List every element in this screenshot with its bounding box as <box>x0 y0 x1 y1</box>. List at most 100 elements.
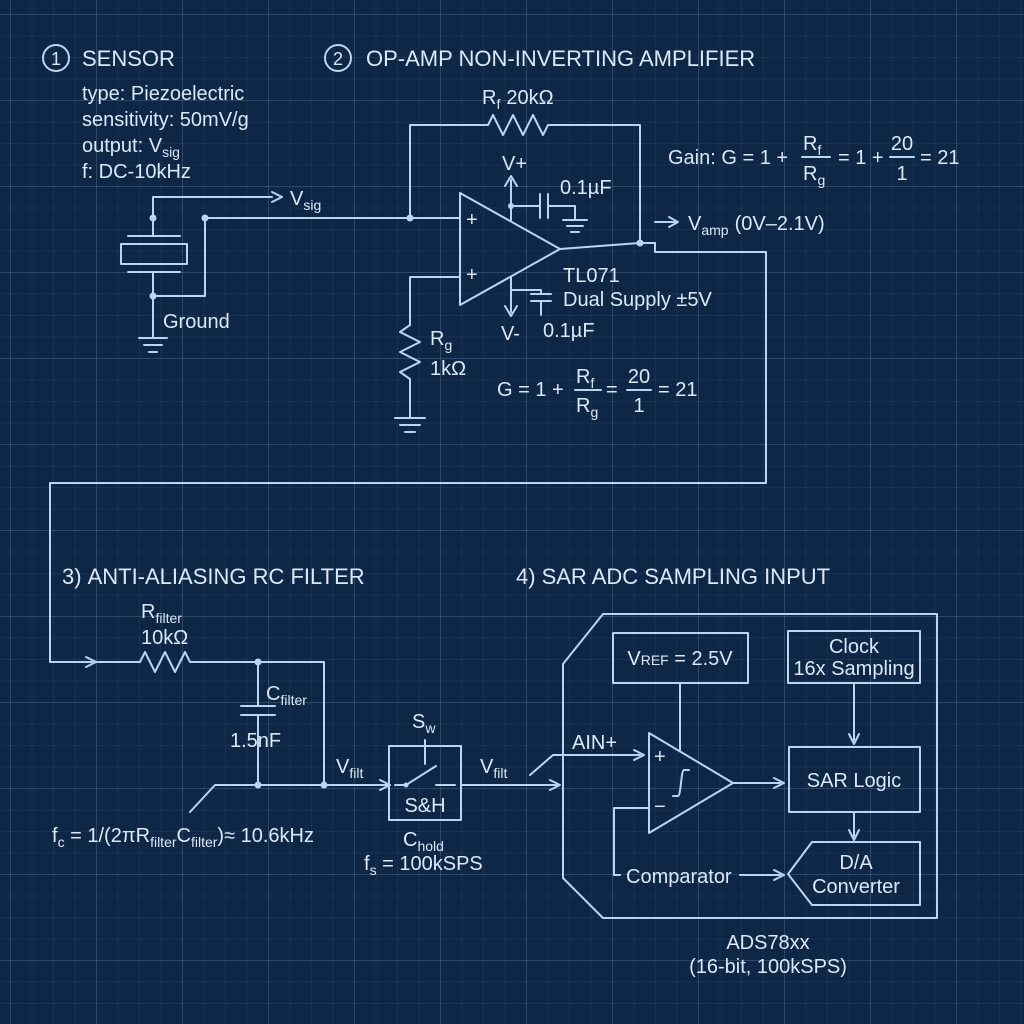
bypass-cap-top <box>510 193 576 221</box>
clock-label-2: 16x Sampling <box>793 658 914 680</box>
dac-label-1: D/A <box>839 852 873 874</box>
comparator-plus: + <box>654 746 666 768</box>
gain-denominator: 1 <box>896 163 907 185</box>
cap-top-label: 0.1µF <box>560 177 612 199</box>
vamp-label: Vamp(0V–2.1V) <box>688 213 825 238</box>
eq2-prefix: G = 1 + <box>497 379 564 401</box>
adc-input-arrow-icon <box>549 779 561 791</box>
filter-section: 3)ANTI-ALIASING RC FILTER Rfilter 10kΩ C… <box>52 564 561 878</box>
rg-label: Rg <box>430 328 452 353</box>
switch-icon <box>394 765 456 786</box>
sensor-return-wire <box>152 217 206 297</box>
vminus-label: V- <box>501 323 520 345</box>
adc-chip-outline <box>562 613 938 919</box>
step-number-circle <box>324 44 352 72</box>
ground-icon <box>138 337 168 353</box>
gain-frac-denominator: Rg <box>803 163 825 188</box>
sensor-output: output: Vsig <box>82 135 180 160</box>
vminus-arrow-icon <box>504 305 518 317</box>
sw-label: Sw <box>412 711 436 736</box>
rfilter-resistor <box>95 651 325 786</box>
opamp-plus-bottom: + <box>466 264 478 286</box>
dac-label-2: Converter <box>812 876 900 898</box>
gain-result: = 21 <box>920 147 959 169</box>
vsig-arrow-icon <box>271 191 283 203</box>
eq2-frac-numerator: Rf <box>576 366 594 391</box>
sensor-section: 1 SENSOR type: Piezoelectric sensitivity… <box>42 44 411 353</box>
opamp-output-wire <box>559 242 641 250</box>
piezo-crystal <box>120 243 188 265</box>
adc-section: 4)SAR ADC SAMPLING INPUT VREF = 2.5V Clo… <box>516 564 938 978</box>
eq2-result: = 21 <box>658 379 697 401</box>
rfilter-value: 10kΩ <box>141 627 188 649</box>
rfilter-label: Rfilter <box>141 601 182 626</box>
gain-frac-numerator: Rf <box>803 133 821 158</box>
adc-part-label: ADS78xx <box>726 932 809 954</box>
sample-hold-label: S&H <box>404 795 445 817</box>
dac-arrow-icon <box>773 869 785 881</box>
eq2-frac-denominator: Rg <box>576 395 598 420</box>
vref-label: VREF = 2.5V <box>627 648 733 670</box>
gain-prefix: Gain: G = 1 + <box>668 147 788 169</box>
sar-logic-label: SAR Logic <box>807 770 902 792</box>
step-number-circle <box>42 44 70 72</box>
ain-label: AIN+ <box>572 732 617 754</box>
comparator-minus: − <box>654 796 666 818</box>
opamp-part-label: TL071 <box>563 265 620 287</box>
comparator-arrow-icon <box>773 777 785 789</box>
cfilter-label: Cfilter <box>266 683 307 708</box>
gain-equation-repeat: G = 1 + Rf Rg = 20 1 = 21 <box>497 366 697 420</box>
cfilter-capacitor <box>240 661 276 786</box>
filter-title: 3)ANTI-ALIASING RC FILTER <box>62 564 365 589</box>
rg-resistor <box>399 324 421 419</box>
sensor-frequency: f: DC-10kHz <box>82 161 191 183</box>
vsig-wire <box>152 196 273 219</box>
vamp-arrow-icon <box>668 216 679 228</box>
eq2-denominator: 1 <box>633 395 644 417</box>
ground-icon <box>394 417 426 433</box>
chold-label: Chold <box>403 829 444 854</box>
vplus-label: V+ <box>502 153 527 175</box>
ain-arrow-icon <box>633 749 645 761</box>
gain-mid: = 1 + <box>838 147 884 169</box>
sar-arrow-icon <box>848 829 860 841</box>
comparator-label: Comparator <box>626 866 732 888</box>
amplifier-title: OP-AMP NON-INVERTING AMPLIFIER <box>366 46 755 71</box>
ground-label: Ground <box>163 311 230 333</box>
cap-bottom-label: 0.1µF <box>543 320 595 342</box>
clock-arrow-icon <box>848 733 860 745</box>
filter-output-wire <box>189 784 389 813</box>
eq2-numerator: 20 <box>628 366 650 388</box>
vamp-wire <box>639 221 676 244</box>
hysteresis-icon <box>672 769 690 797</box>
sample-rate-label: fs = 100kSPS <box>364 853 483 878</box>
cfilter-value: 1.5nF <box>230 730 281 752</box>
vfilt-label: Vfilt <box>336 756 363 781</box>
noninverting-input-wire <box>409 276 461 326</box>
rg-value: 1kΩ <box>430 358 466 380</box>
adc-spec-label: (16-bit, 100kSPS) <box>689 956 847 978</box>
sensor-sensitivity: sensitivity: 50mV/g <box>82 109 249 131</box>
vsig-label: Vsig <box>290 188 321 213</box>
sensor-title: SENSOR <box>82 46 175 71</box>
cutoff-formula: fc = 1/(2πRfilterCfilter)≈ 10.6kHz <box>52 825 314 850</box>
opamp-plus-top: + <box>466 209 478 231</box>
vfilt2-label: Vfilt <box>480 756 507 781</box>
step-number: 1 <box>51 49 61 69</box>
dac-feedback-wire <box>613 807 650 876</box>
vplus-arrow-icon <box>504 175 518 187</box>
bypass-cap-bottom <box>510 289 552 316</box>
dac-block <box>787 841 921 906</box>
clock-label-1: Clock <box>829 636 880 658</box>
gain-equation: Gain: G = 1 + Rf Rg = 1 + 20 1 = 21 <box>668 133 959 188</box>
sensor-type: type: Piezoelectric <box>82 83 244 105</box>
ground-icon <box>562 219 588 233</box>
rf-resistor <box>409 114 641 244</box>
amp-to-filter-wire <box>49 242 767 663</box>
step-number: 2 <box>333 49 343 69</box>
adc-title: 4)SAR ADC SAMPLING INPUT <box>516 564 830 589</box>
